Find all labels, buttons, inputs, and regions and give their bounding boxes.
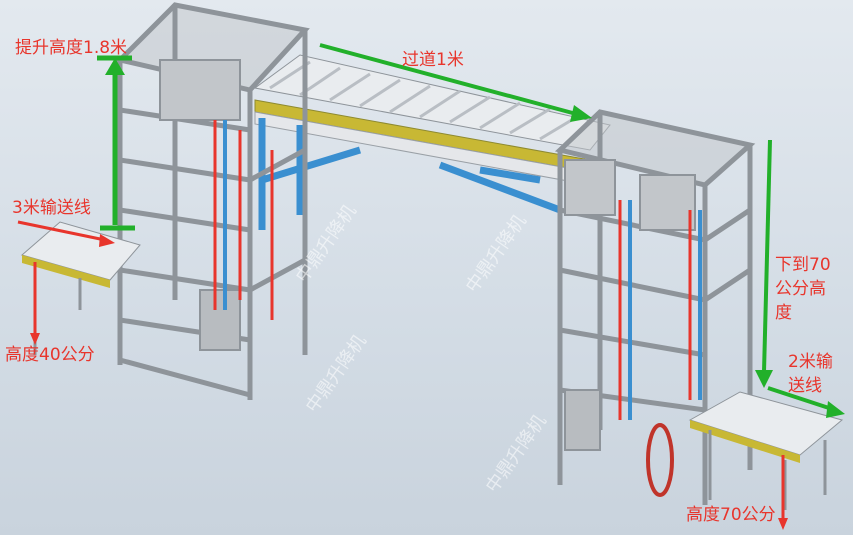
left-height-label: 高度40公分 (5, 345, 95, 365)
lift-height-arrow (97, 55, 135, 231)
aisle-label: 过道1米 (402, 50, 464, 70)
descend-label-line: 度 (775, 303, 792, 323)
left-conveyor-label: 3米输送线 (12, 198, 91, 218)
descend-arrow (755, 139, 845, 418)
descend-label-line: 下到70 (775, 255, 831, 275)
left-conveyor (20, 221, 141, 355)
descend-label-line: 公分高 (775, 279, 826, 299)
right-height-label: 高度70公分 (686, 505, 776, 525)
right-conveyor-label: 2米输 送线 (788, 350, 833, 398)
right-conveyor-label-line: 2米输 (788, 352, 833, 372)
right-lift-tower (554, 109, 756, 505)
height-arrows-red (17, 220, 788, 530)
lift-height-label: 提升高度1.8米 (15, 38, 128, 58)
right-conveyor-label-line: 送线 (788, 376, 822, 396)
bridge-conveyor (253, 54, 611, 230)
right-conveyor (688, 391, 844, 510)
aisle-arrow (319, 43, 592, 122)
left-lift-tower (115, 2, 310, 400)
descend-label: 下到70 公分高 度 (775, 253, 831, 325)
